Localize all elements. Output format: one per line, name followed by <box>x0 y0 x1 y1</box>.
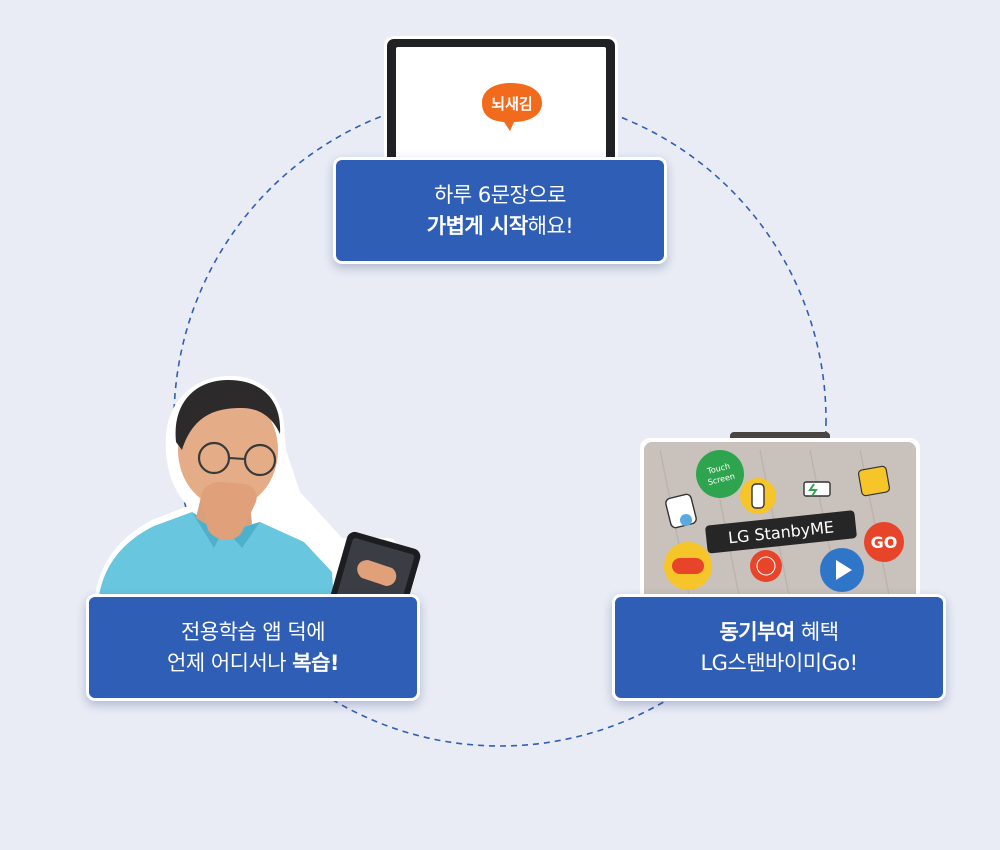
card-top-line2: 가볍게 시작해요! <box>426 211 574 242</box>
go-sticker-text: GO <box>871 533 898 552</box>
app-logo-icon: 뇌새김 <box>482 83 542 131</box>
feature-card-start-lightly: 하루 6문장으로 가볍게 시작해요! <box>333 157 667 264</box>
card-left-line2: 언제 어디서나 복습! <box>167 648 339 679</box>
card-top-line1: 하루 6문장으로 <box>434 182 566 207</box>
card-top-line2-bold: 가볍게 시작 <box>426 213 528 238</box>
stanbyme-go-suitcase-photo: Touch Screen LG StanbyME GO <box>640 432 920 600</box>
card-top-line2-rest: 해요! <box>527 213 574 238</box>
touch-screen-sticker <box>696 450 744 498</box>
feature-card-review-anywhere: 전용학습 앱 덕에 언제 어디서나 복습! <box>86 594 420 701</box>
tablet-screen: 뇌새김 <box>396 47 606 170</box>
tablet-device: 뇌새김 <box>384 36 618 170</box>
app-logo-text: 뇌새김 <box>491 95 532 113</box>
card-right-line1-rest: 혜택 <box>794 619 839 644</box>
feature-card-motivation-benefit: 동기부여 혜택 LG스탠바이미Go! <box>612 594 946 701</box>
card-right-line1: 동기부여 혜택 <box>719 617 839 648</box>
man-using-tablet-photo <box>94 375 421 602</box>
card-left-line2-rest: 언제 어디서나 <box>167 650 293 675</box>
card-right-line1-bold: 동기부여 <box>719 619 795 644</box>
card-right-line2: LG스탠바이미Go! <box>700 650 858 675</box>
card-left-line2-bold: 복습! <box>292 650 339 675</box>
card-left-line1: 전용학습 앱 덕에 <box>180 619 326 644</box>
